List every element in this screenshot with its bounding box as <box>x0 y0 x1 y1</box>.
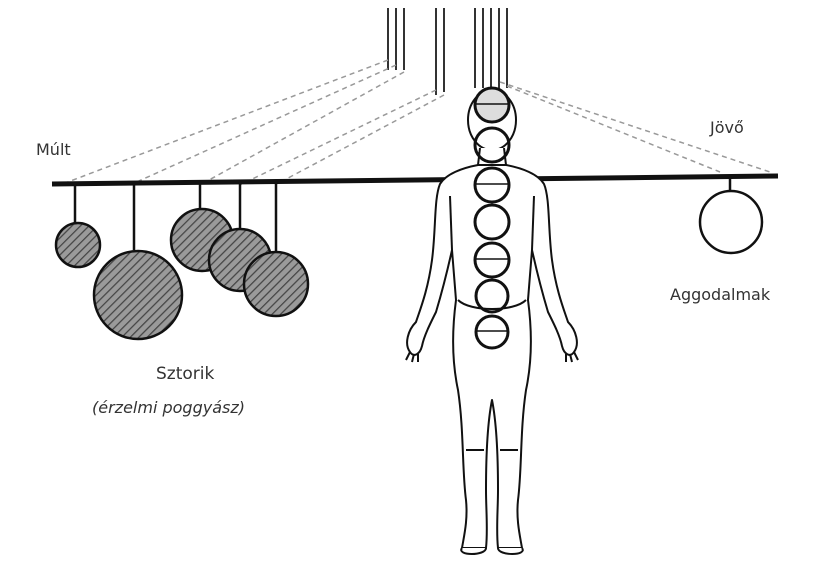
chakra-circle <box>475 88 509 122</box>
story-weight-2 <box>94 251 182 339</box>
emotional-baggage-label: (érzelmi poggyász) <box>92 398 245 417</box>
story-weight-1 <box>56 223 100 267</box>
past-label: Múlt <box>36 140 71 159</box>
human-figure <box>406 90 578 554</box>
stories-label: Sztorik <box>156 364 214 384</box>
future-weight <box>700 176 762 253</box>
worry-weight <box>700 191 762 253</box>
top-cords <box>388 8 507 95</box>
future-label: Jövő <box>710 118 744 137</box>
past-weights <box>56 182 308 339</box>
story-weight-5 <box>244 252 308 316</box>
worries-label: Aggodalmak <box>670 285 770 304</box>
dashed-lines <box>60 60 770 185</box>
timeline-bar <box>52 176 778 184</box>
